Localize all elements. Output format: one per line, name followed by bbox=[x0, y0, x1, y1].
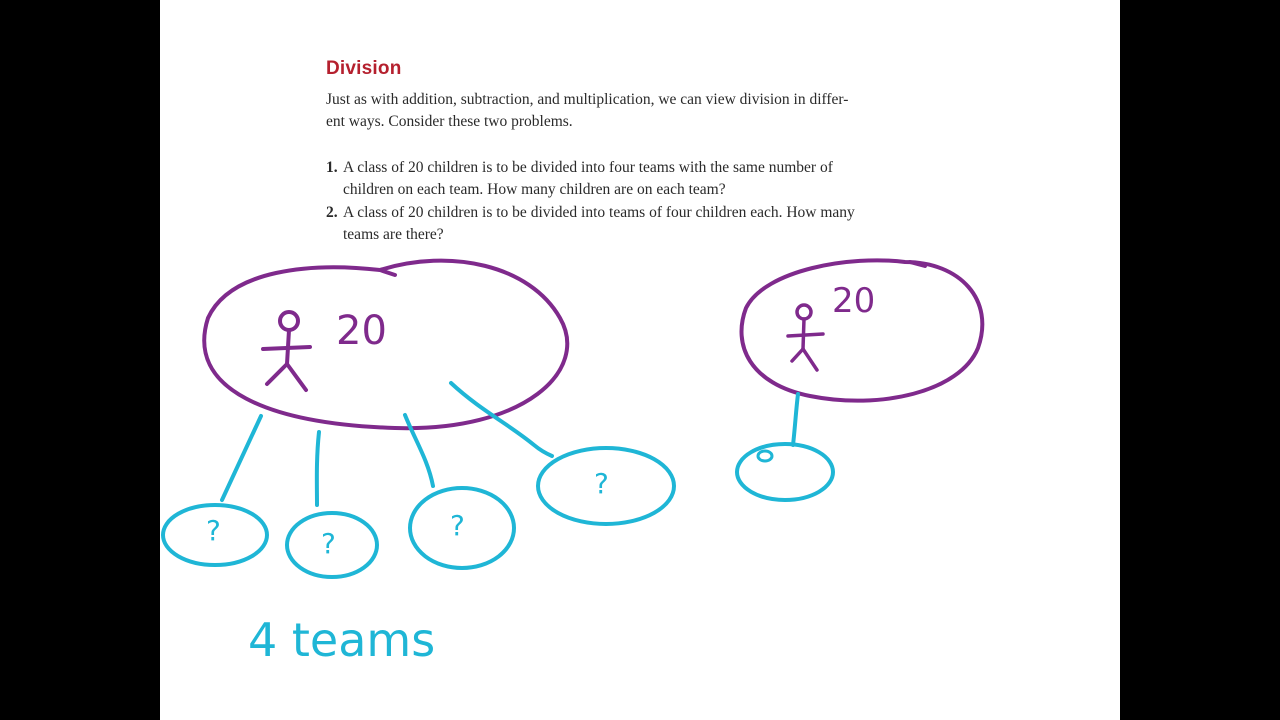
team-connectors-left bbox=[220, 381, 554, 507]
unknown-team-size: ? bbox=[321, 527, 336, 560]
class-group-left: 20 bbox=[202, 258, 570, 431]
class-ellipse-right bbox=[739, 258, 985, 403]
intro-line-1: Just as with addition, subtraction, and … bbox=[326, 91, 849, 108]
team-circle-right bbox=[735, 442, 835, 502]
problem-number: 2. bbox=[326, 204, 338, 221]
intro-paragraph: Just as with addition, subtraction, and … bbox=[326, 89, 940, 133]
problem-text-line-1: A class of 20 children is to be divided … bbox=[343, 159, 833, 176]
team-circle-1: ? bbox=[161, 503, 269, 567]
stick-figure-icon bbox=[786, 303, 825, 372]
unknown-team-size: ? bbox=[206, 514, 221, 547]
section-title: Division bbox=[326, 58, 402, 79]
class-group-right: 20 bbox=[739, 258, 985, 403]
class-count-right: 20 bbox=[832, 281, 875, 321]
problem-text-line-2: children on each team. How many children… bbox=[343, 181, 726, 198]
problem-text-line-1: A class of 20 children is to be divided … bbox=[343, 204, 855, 221]
stick-figure-icon bbox=[261, 310, 312, 392]
unknown-team-size: ? bbox=[450, 509, 465, 542]
team-mark-small bbox=[756, 449, 774, 463]
team-circle-4: ? bbox=[536, 446, 676, 526]
textbook-excerpt: Division Just as with addition, subtract… bbox=[326, 58, 940, 247]
teams-label: 4 teams bbox=[248, 613, 435, 667]
team-connector-right bbox=[791, 392, 800, 447]
class-ellipse-left bbox=[202, 258, 570, 431]
problem-1: 1. A class of 20 children is to be divid… bbox=[326, 157, 940, 201]
team-circle-2: ? bbox=[285, 511, 379, 579]
handwritten-annotations: 20 ? ? ? ? bbox=[161, 258, 985, 667]
problem-list: 1. A class of 20 children is to be divid… bbox=[326, 157, 940, 246]
class-count-left: 20 bbox=[336, 308, 387, 354]
problem-2: 2. A class of 20 children is to be divid… bbox=[326, 202, 940, 246]
problem-text-line-2: teams are there? bbox=[343, 226, 444, 243]
ellipse-tick-right bbox=[908, 260, 927, 268]
ellipse-tick-left bbox=[378, 268, 397, 277]
document-page: Division Just as with addition, subtract… bbox=[160, 0, 1120, 720]
unknown-team-size: ? bbox=[594, 467, 609, 500]
team-circle-3: ? bbox=[408, 486, 516, 570]
intro-line-2: ent ways. Consider these two problems. bbox=[326, 113, 573, 130]
problem-number: 1. bbox=[326, 159, 338, 176]
